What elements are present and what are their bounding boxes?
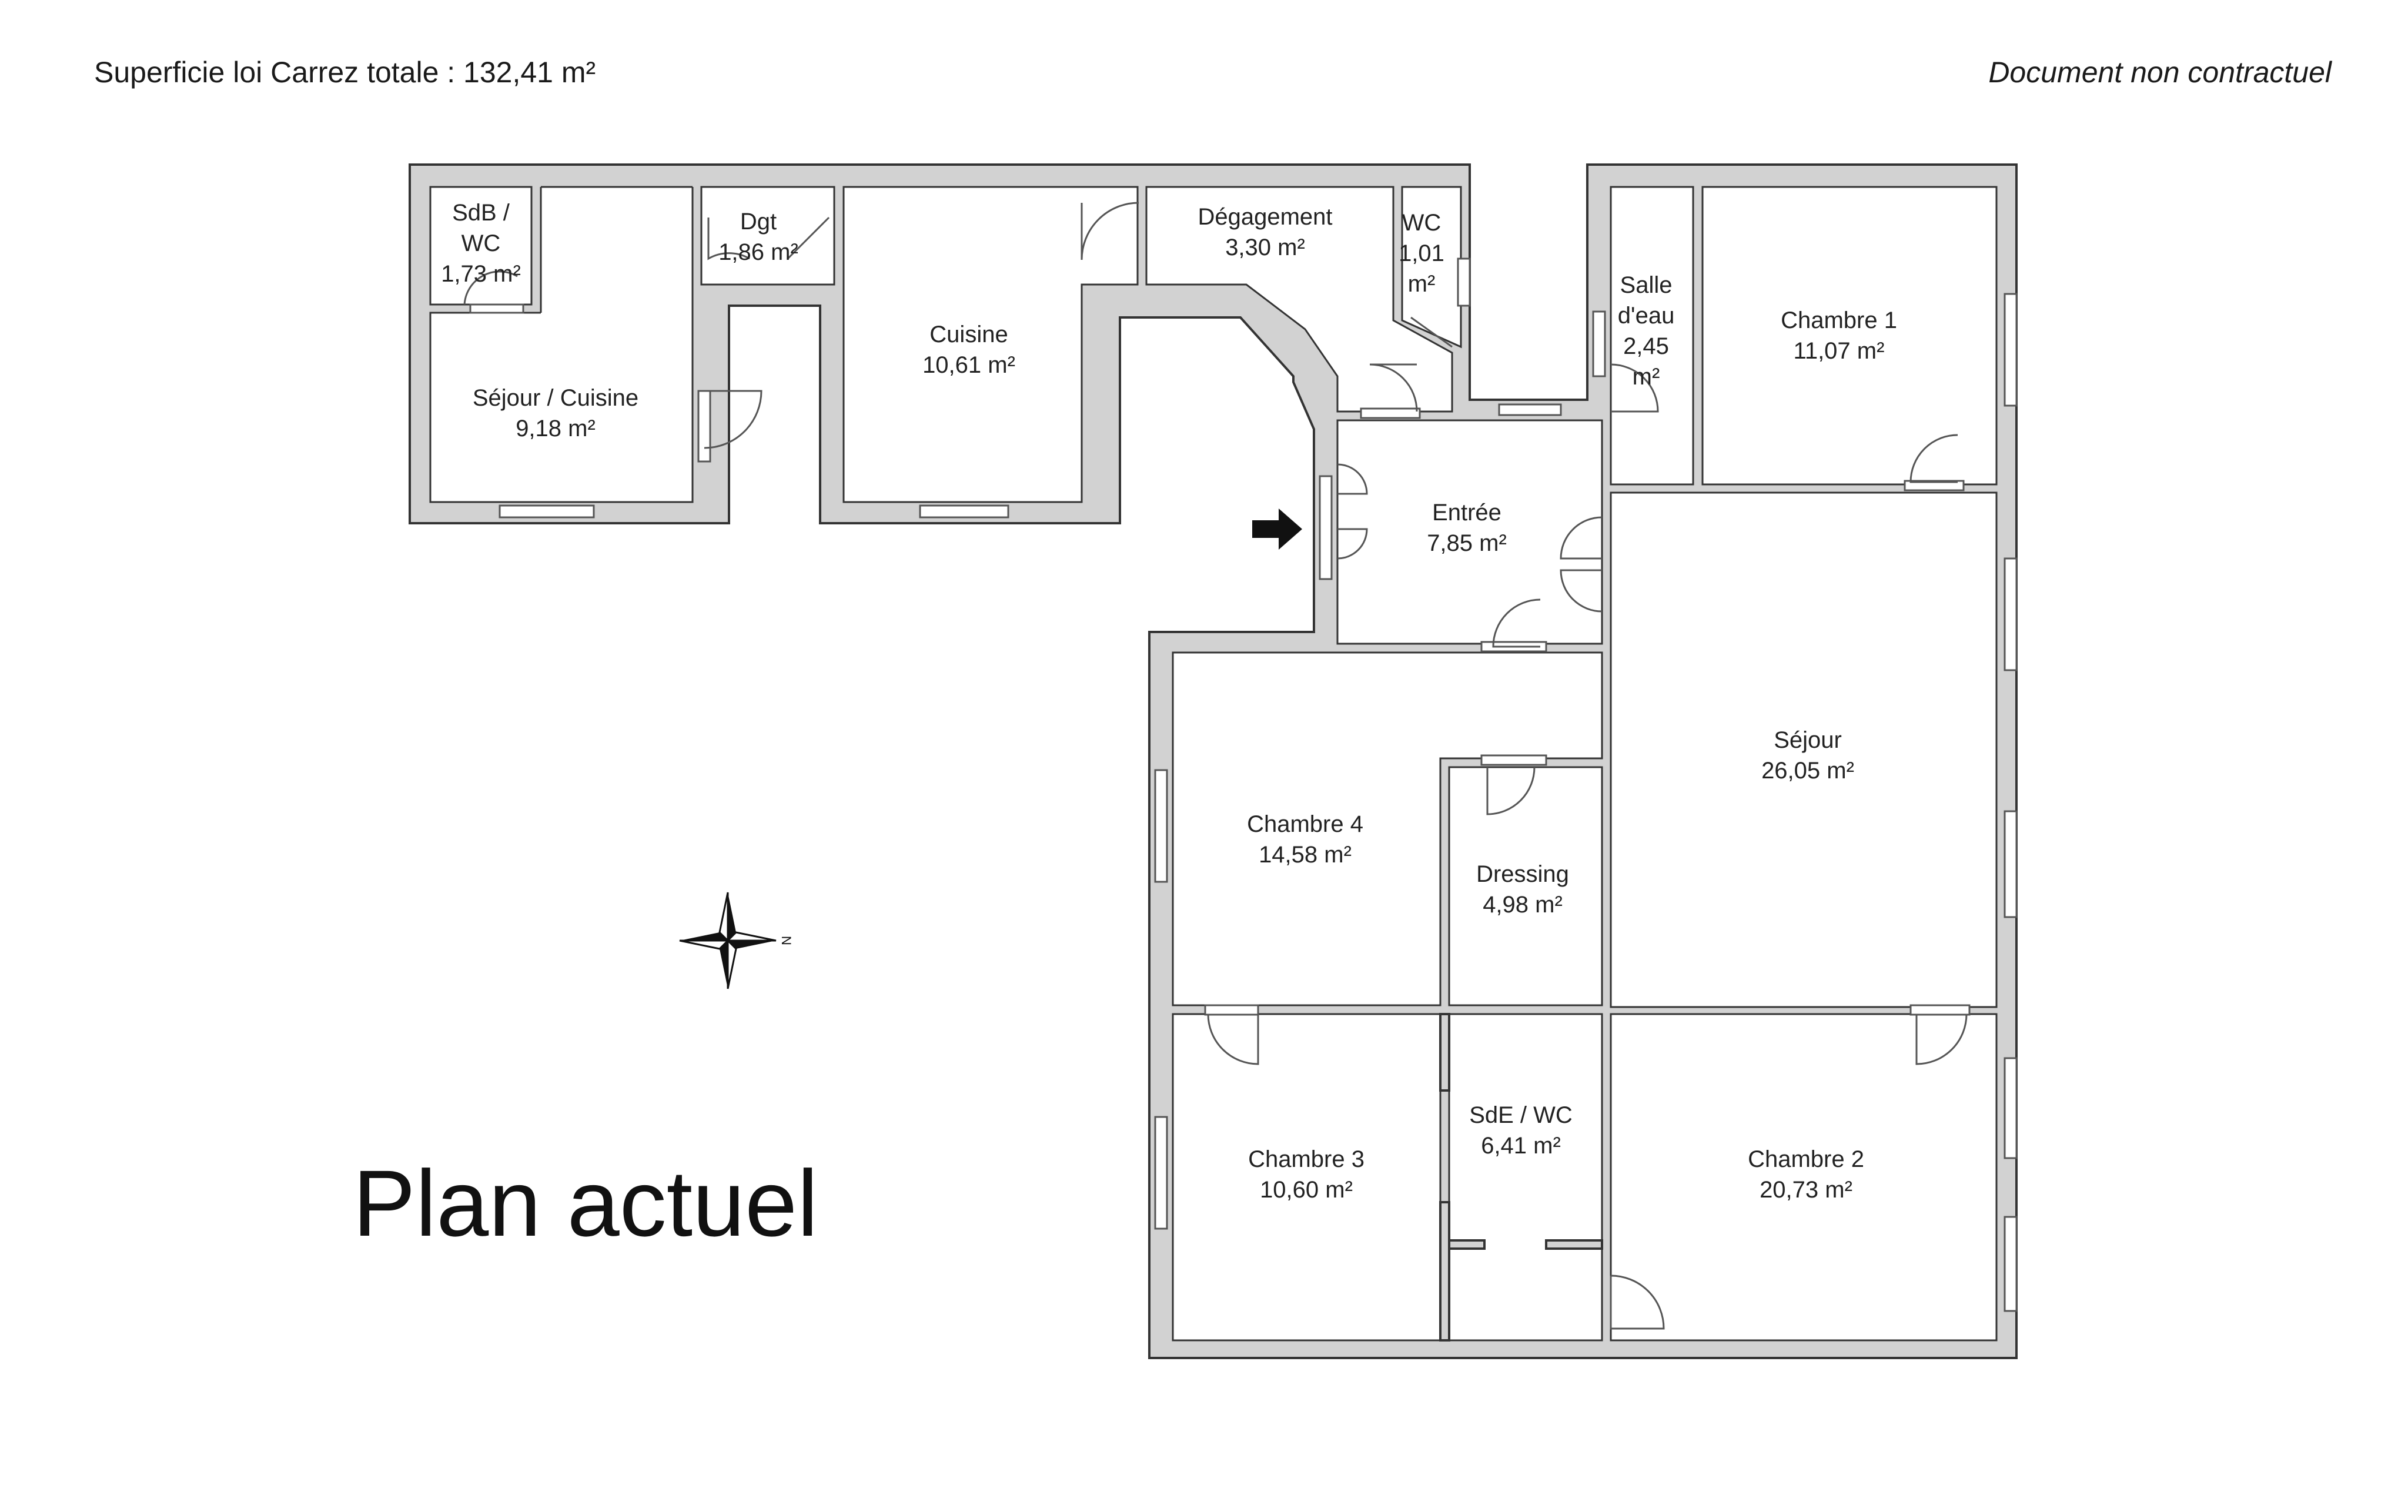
compass-icon: N [679,892,794,989]
room-label-entree-line-1: 7,85 m² [1427,530,1507,556]
room-chambre-2 [1610,1013,1998,1342]
room-label-entree-line-0: Entrée [1432,500,1501,526]
room-label-cuisine-line-0: Cuisine [929,322,1008,347]
partition-stub [1439,1013,1450,1092]
room-chambre-3 [1172,1013,1442,1342]
room-salle-eau [1610,186,1694,486]
room-label-sejour-cuisine-line-1: 9,18 m² [516,416,596,441]
room-cuisine [842,186,1139,503]
plan-title: Plan actuel [353,1150,818,1256]
room-label-chambre-2-line-0: Chambre 2 [1748,1146,1864,1172]
room-label-chambre-4-line-0: Chambre 4 [1247,811,1363,837]
room-entree [1336,419,1603,645]
disclaimer-text: Document non contractuel [1988,56,2332,89]
partition-stub [1448,1239,1486,1250]
room-label-sdb-wc-line-2: 1,73 m² [441,261,521,287]
room-sdb-wc [429,186,533,306]
room-label-chambre-3-line-1: 10,60 m² [1260,1177,1353,1203]
partition-stub [1439,1201,1450,1342]
room-label-dressing-line-1: 4,98 m² [1483,892,1563,918]
room-label-degagement-line-1: 3,30 m² [1225,235,1305,260]
room-label-chambre-3-line-0: Chambre 3 [1248,1146,1364,1172]
room-label-wc-line-1: 1,01 [1399,240,1444,266]
room-label-cuisine-line-1: 10,61 m² [922,352,1015,378]
room-label-sejour-line-0: Séjour [1774,727,1842,753]
room-label-sejour-cuisine-line-0: Séjour / Cuisine [473,385,638,411]
room-label-chambre-1-line-0: Chambre 1 [1781,307,1897,333]
room-label-chambre-1-line-1: 11,07 m² [1794,338,1885,364]
entrance-arrow-icon [1252,509,1302,550]
room-label-dressing-line-0: Dressing [1476,861,1569,887]
room-sde-wc [1448,1013,1603,1342]
compass-north-label: N [779,936,794,945]
room-label-degagement-line-0: Dégagement [1198,204,1332,230]
doors [463,202,1968,1330]
total-area-text: Superficie loi Carrez totale : 132,41 m² [94,56,596,89]
room-label-wc-line-2: m² [1408,271,1436,297]
room-label-chambre-4-line-1: 14,58 m² [1259,842,1352,868]
room-label-chambre-2-line-1: 20,73 m² [1760,1177,1852,1203]
room-label-salle-eau-line-1: d'eau [1618,303,1675,329]
room-degagement [1145,186,1453,413]
room-label-dgt-line-1: 1,86 m² [718,239,798,265]
room-label-sejour-line-1: 26,05 m² [1761,758,1854,784]
room-label-sde-wc-line-1: 6,41 m² [1481,1133,1561,1159]
room-chambre-4 [1172,651,1603,1006]
room-chambre-1 [1701,186,1998,486]
windows [469,257,2018,1312]
room-label-sde-wc-line-0: SdE / WC [1469,1102,1573,1128]
room-sejour-cuisine-upper [541,187,693,322]
room-sejour [1610,491,1998,1008]
room-wc [1401,186,1462,349]
room-dgt [700,186,835,286]
room-labels: SdB / WC 1,73 m² Dgt 1,86 m² Séjour / Cuisine… [441,200,1897,1203]
room-label-salle-eau-line-0: Salle [1620,272,1673,298]
room-label-sdb-wc-line-0: SdB / [452,200,510,226]
room-label-sdb-wc-line-1: WC [461,230,501,256]
room-sejour-cuisine [429,312,694,503]
room-dressing [1448,766,1603,1006]
room-label-salle-eau-line-2: 2,45 [1623,333,1669,359]
room-label-salle-eau-line-3: m² [1633,364,1660,390]
room-label-dgt-line-0: Dgt [740,209,777,235]
room-label-wc-line-0: WC [1402,210,1442,236]
partition-stub [1545,1239,1603,1250]
